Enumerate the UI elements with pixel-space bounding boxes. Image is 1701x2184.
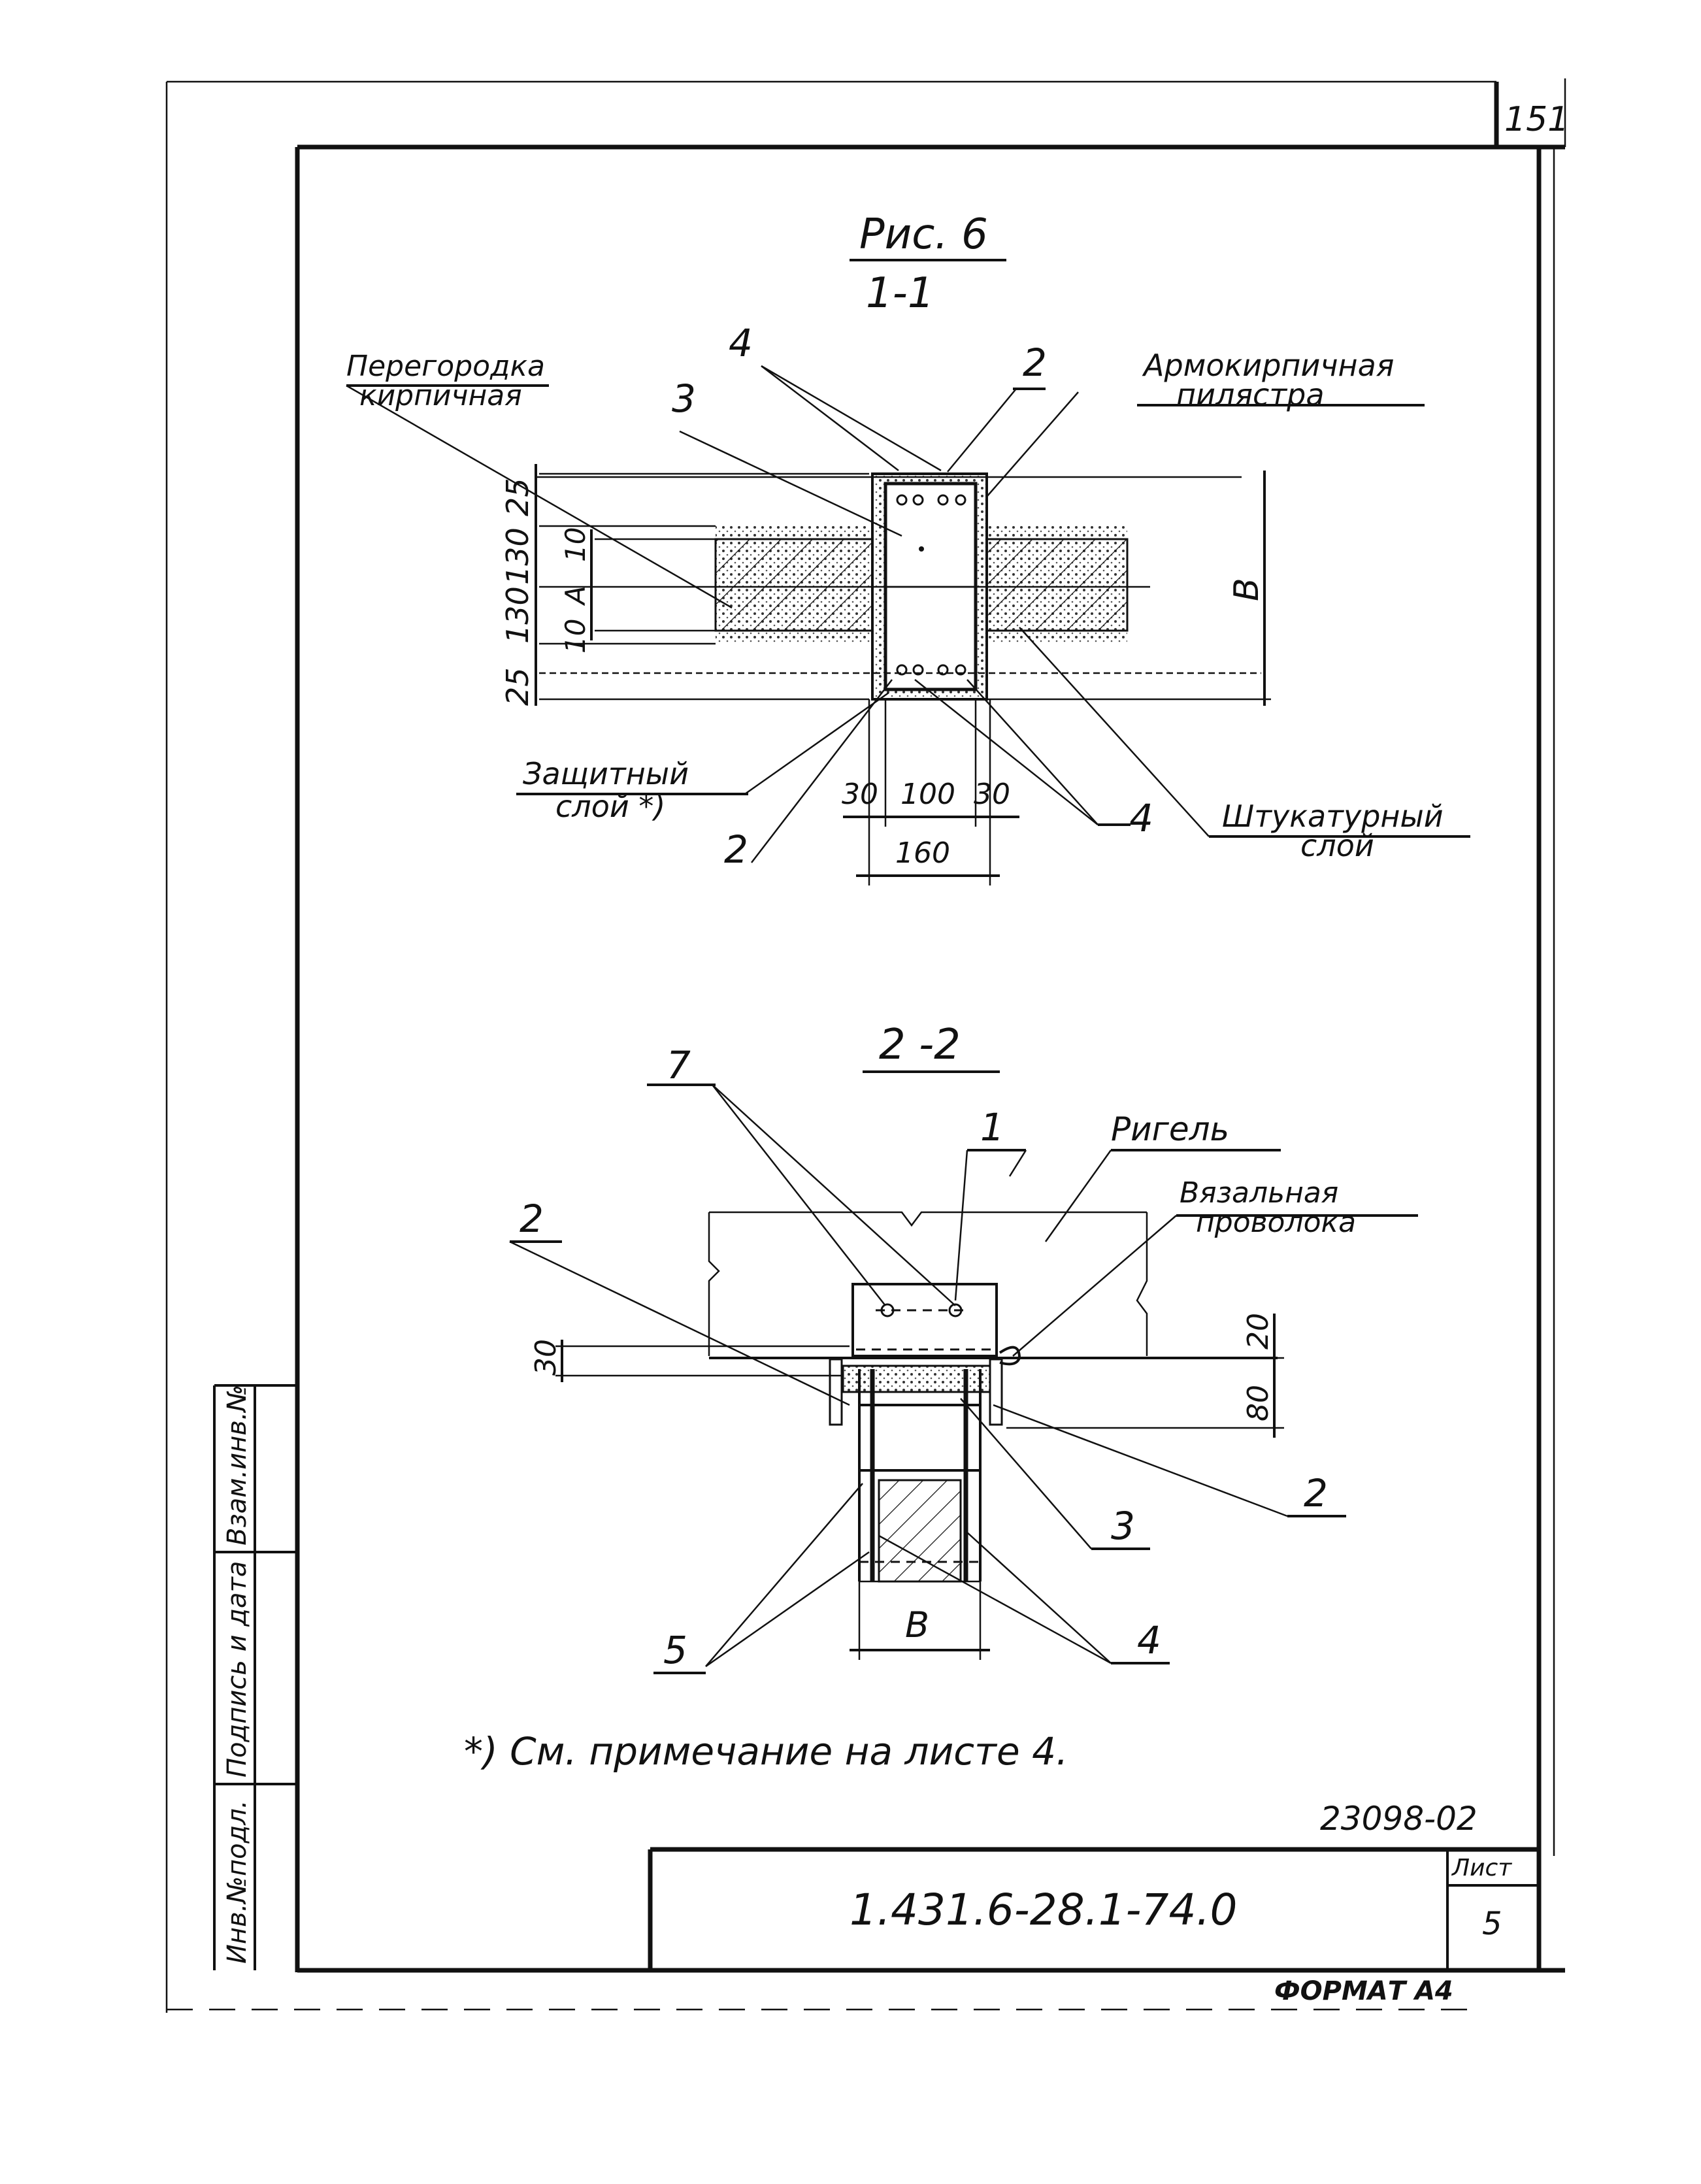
beam-top-line bbox=[709, 1211, 1147, 1227]
dim-bottom-30-right: 30 bbox=[974, 778, 1010, 811]
marker-2-top: 2 bbox=[1023, 340, 1047, 385]
dim-bottom-100: 100 bbox=[900, 778, 955, 811]
stamp-signature-date: Подпись и дата bbox=[222, 1561, 252, 1778]
partition-brick-left bbox=[714, 538, 874, 632]
marker-4-top: 4 bbox=[729, 321, 753, 365]
marker-4-bottom: 4 bbox=[1129, 796, 1153, 840]
marker-2-bottom: 2 bbox=[724, 827, 748, 872]
archive-number: 23098-02 bbox=[1320, 1800, 1478, 1838]
dim-right-80: 80 bbox=[1242, 1385, 1275, 1421]
callout-beam: Ригель bbox=[1111, 1110, 1229, 1148]
marker-2-left: 2 bbox=[520, 1197, 544, 1241]
dim-bottom-30-left: 30 bbox=[842, 778, 878, 811]
dim-inner-a: А bbox=[559, 586, 591, 606]
section-1-title: 1-1 bbox=[866, 269, 934, 318]
sheet-number: 5 bbox=[1482, 1906, 1502, 1942]
dim-left-30: 30 bbox=[529, 1339, 563, 1376]
section-1-bottom-dims bbox=[843, 699, 1019, 885]
figure-title: Рис. 6 bbox=[859, 210, 988, 259]
footnote: *) См. примечание на листе 4. bbox=[464, 1729, 1068, 1774]
callout-pilaster-line1: Армокирпичная bbox=[1142, 348, 1394, 383]
callout-partition-line1: Перегородка bbox=[346, 350, 545, 383]
callout-plaster-line2: слой bbox=[1300, 828, 1374, 863]
sheet-label: Лист bbox=[1451, 1855, 1512, 1881]
rebar-top-3 bbox=[937, 494, 949, 506]
section-2-drawing bbox=[555, 1211, 1284, 1660]
callout-pilaster-line2: пилястра bbox=[1176, 377, 1325, 412]
rebar-bot-4 bbox=[955, 664, 966, 676]
rebar-top-4 bbox=[955, 494, 966, 506]
core-point bbox=[919, 546, 924, 552]
callout-wire-line1: Вязальная bbox=[1180, 1176, 1338, 1210]
section-1-leaders bbox=[346, 365, 1470, 863]
dim-right-20: 20 bbox=[1242, 1313, 1275, 1349]
pilaster-head bbox=[851, 1283, 998, 1357]
rebar-bot-1 bbox=[896, 664, 908, 676]
dim-left-25-bot: 25 bbox=[500, 667, 535, 706]
marker-4-sec2: 4 bbox=[1137, 1618, 1161, 1663]
section-2-leaders bbox=[509, 1084, 1418, 1674]
beam-left-break bbox=[708, 1212, 720, 1356]
section-1-drawing bbox=[535, 464, 1271, 706]
stamp-replace-inv: Взам.инв.№ bbox=[222, 1385, 252, 1546]
rebar-top-1 bbox=[896, 494, 908, 506]
sheet-frame bbox=[165, 78, 1566, 2013]
marker-7: 7 bbox=[667, 1043, 691, 1087]
marker-2-right: 2 bbox=[1304, 1471, 1328, 1515]
dim-inner-10-top: 10 bbox=[559, 527, 591, 562]
marker-3: 3 bbox=[672, 376, 696, 421]
page-number: 151 bbox=[1504, 100, 1569, 139]
marker-1: 1 bbox=[980, 1105, 1004, 1150]
format-label: ФОРМАТ А4 bbox=[1274, 1976, 1453, 2006]
plate-left bbox=[829, 1358, 843, 1426]
callout-partition-line2: кирпичная bbox=[359, 379, 522, 412]
callout-wire-line2: проволока bbox=[1196, 1206, 1356, 1239]
designation-number: 1.431.6-28.1-74.0 bbox=[850, 1885, 1237, 1935]
dim-left-130-top: 130 bbox=[500, 527, 535, 585]
marker-5: 5 bbox=[663, 1628, 687, 1672]
stamp-inv-original: Инв.№подл. bbox=[222, 1800, 252, 1964]
partition-brick-right bbox=[985, 538, 1129, 632]
rebar-bot-3 bbox=[937, 664, 949, 676]
rebar-top-2 bbox=[912, 494, 924, 506]
dim-inner-10-bot: 10 bbox=[559, 619, 591, 654]
callout-protective-line2: слой *) bbox=[555, 789, 665, 824]
rebar-bot-2 bbox=[912, 664, 924, 676]
plate-right bbox=[989, 1358, 1003, 1426]
callout-protective-line1: Защитный bbox=[523, 756, 689, 791]
marker-3-sec2: 3 bbox=[1111, 1504, 1135, 1548]
callout-plaster-line1: Штукатурный bbox=[1222, 799, 1444, 834]
dim-left-130-bot: 130 bbox=[500, 586, 535, 644]
title-block bbox=[648, 1847, 1539, 1970]
dim-right-b: В bbox=[1227, 578, 1266, 601]
section-2-title: 2 -2 bbox=[879, 1021, 961, 1069]
brick-core bbox=[878, 1479, 962, 1583]
binding-wire bbox=[999, 1346, 1021, 1366]
dim-bottom-b: В bbox=[905, 1604, 929, 1646]
beam-right-break bbox=[1136, 1212, 1148, 1356]
side-stamp bbox=[213, 1384, 297, 1970]
dim-total-160: 160 bbox=[895, 836, 950, 870]
